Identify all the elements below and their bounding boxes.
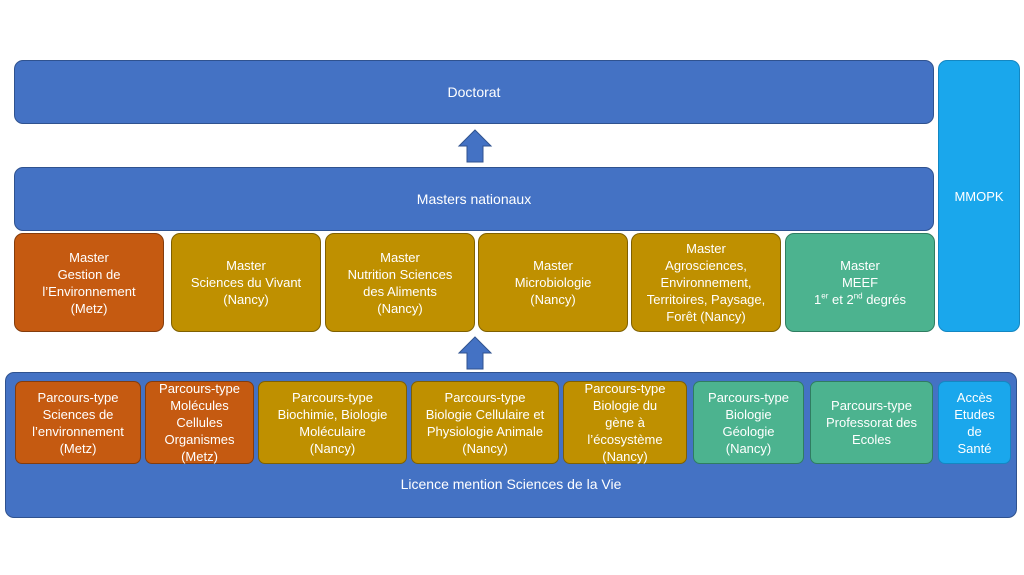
master-label: Master Sciences du Vivant (Nancy) (190, 258, 302, 307)
licence-label: Licence mention Sciences de la Vie (400, 476, 622, 492)
parcours-box: Parcours-type Sciences de l’environnemen… (15, 381, 141, 464)
arrow-up-icon (457, 336, 493, 370)
parcours-label: Parcours-type Biologie du gène à l’écosy… (584, 381, 666, 464)
mmopk-label: MMOPK (954, 188, 1004, 204)
doctorat-box: Doctorat (14, 60, 934, 124)
parcours-label: Parcours-type Biologie Géologie (Nancy) (708, 389, 789, 456)
parcours-box: Parcours-type Biologie du gène à l’écosy… (563, 381, 687, 464)
parcours-box: Parcours-type Biologie Cellulaire et Phy… (411, 381, 559, 464)
master-label: Master Nutrition Sciences des Aliments (… (347, 249, 453, 316)
meef-line1: Master (840, 258, 880, 273)
masters-nationaux-box: Masters nationaux (14, 167, 934, 231)
parcours-label: Parcours-type Biologie Cellulaire et Phy… (425, 389, 545, 456)
parcours-label: Parcours-type Sciences de l’environnemen… (32, 389, 124, 456)
parcours-box: Accès Etudes de Santé (938, 381, 1011, 464)
parcours-label: Parcours-type Biochimie, Biologie Molécu… (277, 389, 388, 456)
mmopk-box: MMOPK (938, 60, 1020, 332)
meef-mid: et 2 (828, 292, 854, 307)
meef-line2: MEEF (841, 275, 879, 290)
master-label: Master Microbiologie (Nancy) (514, 258, 592, 307)
arrow-up-icon (457, 129, 493, 163)
meef-sup2: nd (853, 291, 863, 301)
meef-n1: 1 (814, 292, 822, 307)
master-label: Master Agrosciences, Environnement, Terr… (646, 241, 766, 324)
parcours-box: Parcours-type Professorat des Ecoles (810, 381, 933, 464)
doctorat-label: Doctorat (447, 83, 501, 100)
master-box: Master Agrosciences, Environnement, Terr… (631, 233, 781, 332)
master-box: Master Gestion de l’Environnement (Metz) (14, 233, 164, 332)
parcours-box: Parcours-type Biologie Géologie (Nancy) (693, 381, 804, 464)
parcours-box: Parcours-type Biochimie, Biologie Molécu… (258, 381, 407, 464)
master-label: Master Gestion de l’Environnement (Metz) (42, 249, 136, 316)
meef-sup1: er (821, 291, 829, 301)
meef-end: degrés (862, 292, 906, 307)
master-box: Master Sciences du Vivant (Nancy) (171, 233, 321, 332)
parcours-box: Parcours-type Molécules Cellules Organis… (145, 381, 254, 464)
parcours-label: Accès Etudes de Santé (954, 389, 995, 456)
master-meef-box: Master MEEF 1er et 2nd degrés (785, 233, 935, 332)
parcours-label: Parcours-type Professorat des Ecoles (825, 398, 918, 447)
masters-nationaux-label: Masters nationaux (416, 190, 532, 207)
parcours-label: Parcours-type Molécules Cellules Organis… (159, 381, 240, 464)
master-box: Master Microbiologie (Nancy) (478, 233, 628, 332)
master-meef-label: Master MEEF 1er et 2nd degrés (814, 257, 906, 308)
master-box: Master Nutrition Sciences des Aliments (… (325, 233, 475, 332)
